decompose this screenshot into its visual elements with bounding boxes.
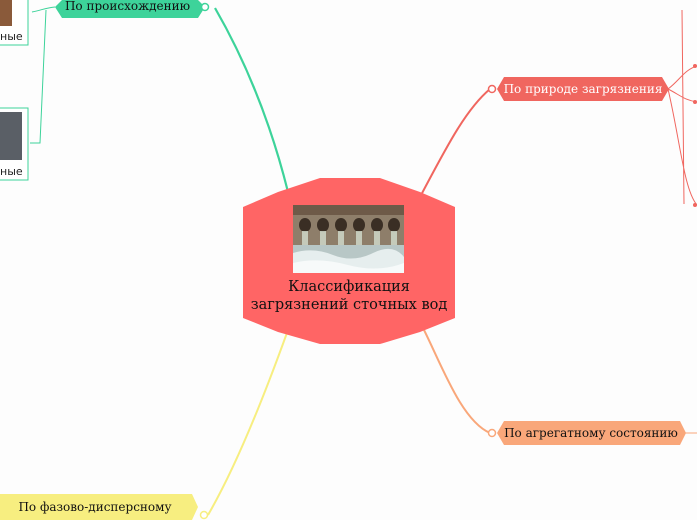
connector-aggregate [419,321,491,434]
topic-aggregate-shape[interactable] [497,421,686,445]
leaf-origin-2-image [0,112,22,160]
topic-aggregate-label[interactable]: По агрегатному состоянию [504,426,678,440]
leaf-origin-2-label: ные [0,165,23,178]
center-title-line-1: Классификация [288,279,410,295]
center-title-line-2: загрязнений сточных вод [250,297,448,313]
leaf-nature-1-dot [693,64,697,68]
leaf-origin-1-image [0,0,12,26]
topic-origin-label[interactable]: По происхождению [64,0,191,13]
topic-origin-handle[interactable] [200,2,210,12]
topic-phase-shape[interactable] [0,494,198,520]
topic-nature-label[interactable]: По природе загрязнения [503,82,663,96]
connector-nature [419,88,491,198]
topic-aggregate-handle[interactable] [487,428,497,438]
topic-phase-handle[interactable] [199,510,209,520]
connector-origin [214,7,290,193]
topic-nature-shape[interactable] [497,77,669,101]
topic-origin-shape[interactable] [55,0,205,18]
connector-origin-sub [30,6,56,144]
leaf-origin-1-label: ные [0,30,23,43]
center-node-title[interactable]: Классификация загрязнений сточных вод [243,278,455,314]
connector-phase [207,329,289,516]
leaf-nature-3-dot [693,203,697,207]
topic-phase-label[interactable]: По фазово-дисперсному [18,500,172,514]
center-node-image [293,205,404,273]
topic-nature-handle[interactable] [487,84,497,94]
connector-nature-sub [667,9,697,206]
leaf-nature-2-dot [693,100,697,104]
pipes-water-illustration [293,205,404,273]
